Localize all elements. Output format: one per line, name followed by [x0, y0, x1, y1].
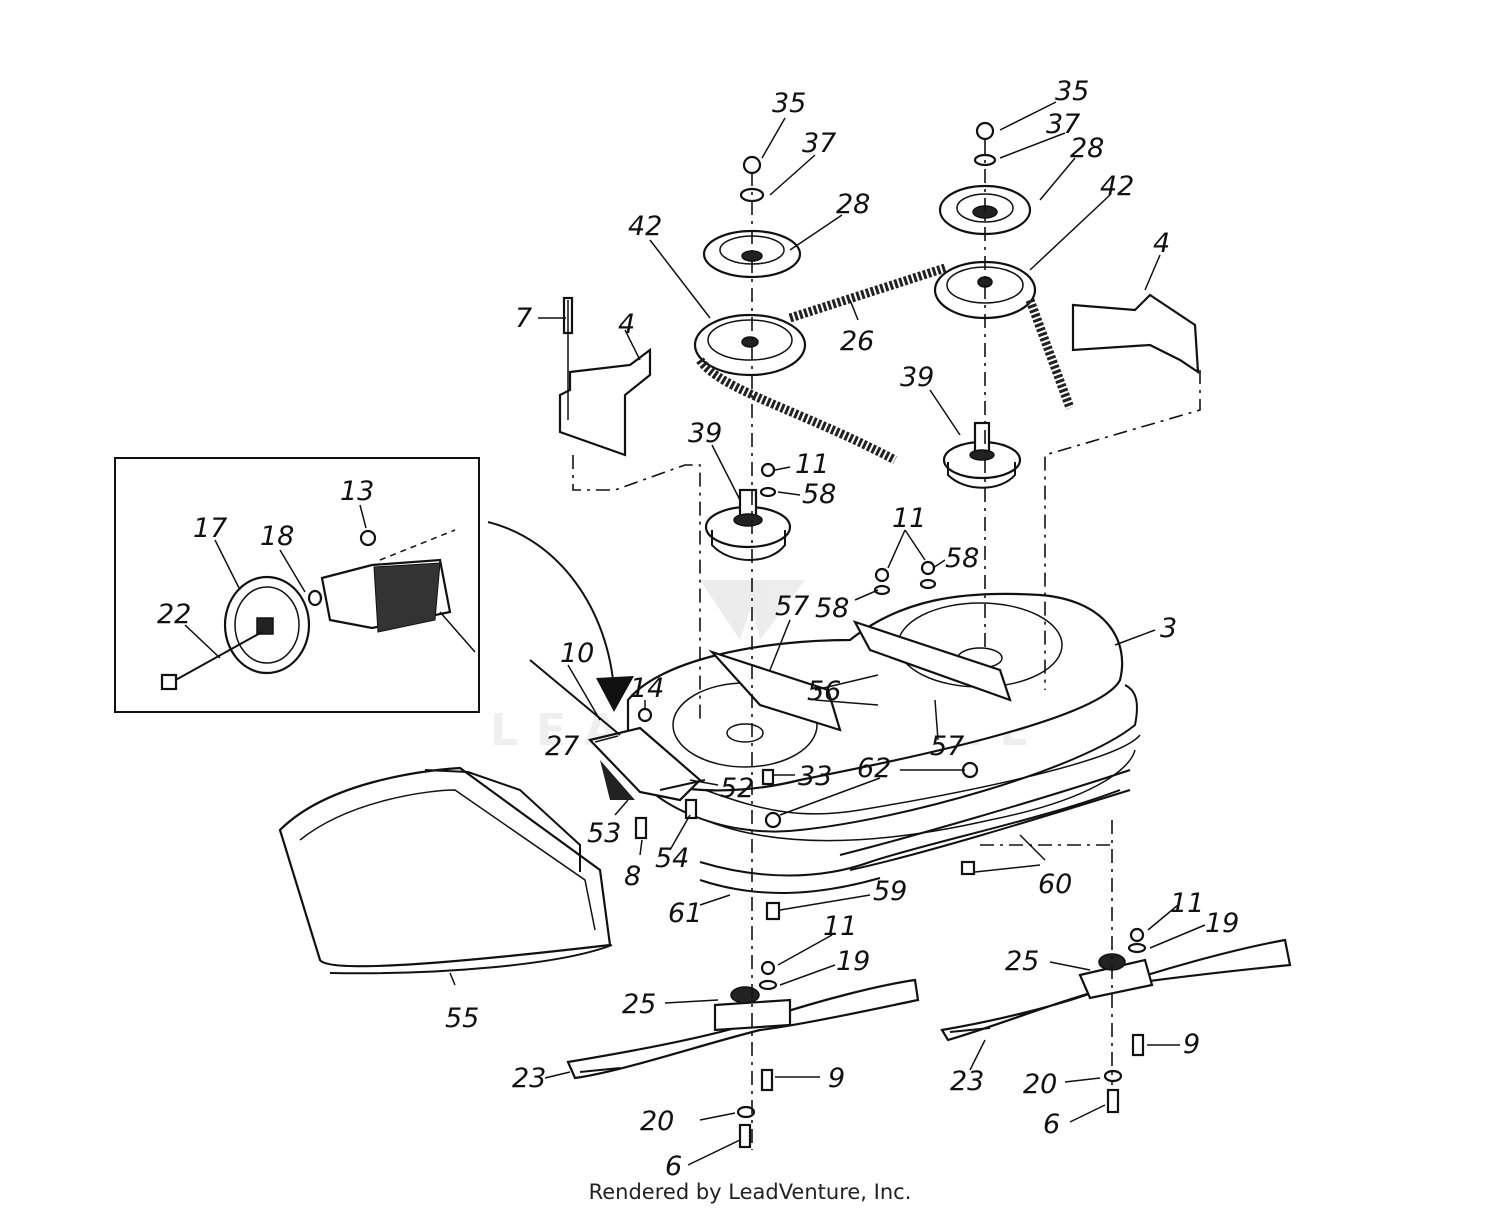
callout-label: 60	[1038, 869, 1072, 900]
callout-label: 19	[836, 946, 870, 977]
callout-label: 6	[665, 1151, 682, 1182]
drive-belt	[696, 263, 1075, 464]
blade-right	[940, 927, 1292, 1114]
callout-label: 9	[828, 1063, 845, 1094]
inset-idler-pulley	[223, 575, 311, 675]
spindle-right	[942, 421, 1022, 489]
blade-left	[566, 960, 920, 1149]
pointer-arrowhead	[596, 676, 634, 712]
callout-label: 8	[624, 861, 641, 892]
callout-label: 7	[515, 303, 532, 334]
callout-label: 11	[892, 503, 926, 534]
callout-label: 20	[1023, 1069, 1057, 1100]
callout-label: 58	[815, 593, 849, 624]
callout-label: 57	[775, 591, 809, 622]
callout-label: 52	[720, 773, 754, 804]
callout-label: 59	[873, 876, 907, 907]
baffle-plates	[699, 769, 1131, 894]
callout-label: 9	[1183, 1029, 1200, 1060]
callout-label: 19	[1205, 908, 1239, 939]
pulley-left-lower	[693, 313, 807, 377]
callout-label: 55	[445, 1003, 479, 1034]
inset-detail-box	[114, 457, 480, 713]
inset-bracket	[320, 529, 476, 653]
callout-label: 23	[950, 1066, 984, 1097]
inset-washer	[307, 589, 323, 607]
deck-bracket-right	[1071, 293, 1200, 375]
callout-label: 61	[668, 898, 702, 929]
deck-bracket-left	[558, 347, 652, 457]
mower-deck	[626, 592, 1141, 842]
callout-label: 58	[802, 479, 836, 510]
callout-label: 57	[930, 731, 964, 762]
callout-label: 37	[1046, 109, 1080, 140]
callout-label: 35	[772, 88, 806, 119]
callout-label: 28	[836, 189, 870, 220]
callout-label: 25	[1005, 946, 1039, 977]
pointer-arrow	[487, 521, 615, 691]
callout-label: 18	[260, 521, 294, 552]
footer-credit: Rendered by LeadVenture, Inc.	[588, 1180, 912, 1204]
callout-label: 42	[1100, 171, 1134, 202]
inset-bolt	[160, 631, 263, 691]
callout-label: 56	[807, 676, 841, 707]
callout-label: 62	[857, 753, 891, 784]
callout-label: 39	[900, 362, 934, 393]
callout-label: 54	[655, 843, 689, 874]
callout-label: 27	[545, 731, 579, 762]
callout-label: 11	[1170, 888, 1204, 919]
discharge-chute	[278, 766, 613, 975]
callout-label: 11	[795, 449, 829, 480]
spindle-left	[704, 488, 792, 561]
callout-label: 11	[823, 911, 857, 942]
callout-label: 4	[618, 309, 635, 340]
callout-label: 26	[840, 326, 874, 357]
callout-label: 14	[630, 673, 664, 704]
callout-labels: 35 37 28 42 35 37 28 42 7 4 26 4 39 39 1…	[157, 76, 1239, 1182]
callout-label: 23	[512, 1063, 546, 1094]
chute-bracket	[529, 659, 706, 802]
callout-label: 10	[560, 638, 594, 669]
leader-lines	[184, 101, 1206, 1166]
callout-label: 20	[640, 1106, 674, 1137]
callout-label: 42	[628, 211, 662, 242]
callout-label: 6	[1043, 1109, 1060, 1140]
callout-label: 58	[945, 543, 979, 574]
watermark-logo	[700, 580, 805, 640]
inset-nut	[359, 529, 377, 547]
callout-label: 13	[340, 476, 374, 507]
callout-label: 33	[798, 761, 832, 792]
callout-label: 39	[688, 418, 722, 449]
guide-lines	[567, 140, 1201, 1150]
callout-label: 3	[1160, 613, 1177, 644]
callout-label: 25	[622, 989, 656, 1020]
callout-label: 22	[157, 599, 191, 630]
callout-label: 28	[1070, 133, 1104, 164]
callout-label: 17	[193, 513, 227, 544]
callout-label: 35	[1055, 76, 1089, 107]
callout-label: 53	[587, 818, 621, 849]
callout-label: 4	[1153, 228, 1170, 259]
callout-label: 37	[802, 128, 836, 159]
